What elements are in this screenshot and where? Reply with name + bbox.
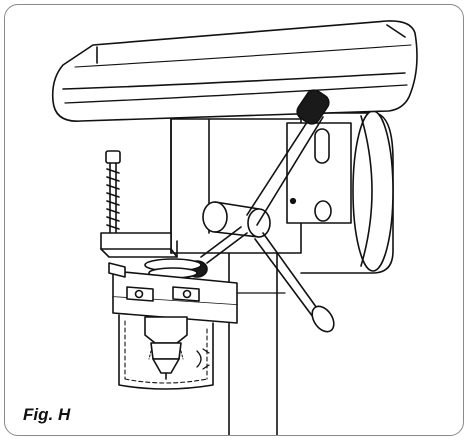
handle-knob-bottom <box>311 305 335 333</box>
guard-bracket <box>108 262 238 324</box>
feed-handles <box>200 112 324 318</box>
depth-stop-rod <box>105 150 121 234</box>
drill-press-illustration <box>51 20 418 435</box>
handle-knob-top <box>296 89 330 125</box>
quill-collar <box>100 232 178 258</box>
figure-frame: Fig. H <box>4 4 464 436</box>
side-bracket <box>286 122 352 224</box>
belt-cover <box>51 20 418 122</box>
figure-caption: Fig. H <box>23 405 71 424</box>
drill-chuck <box>144 316 188 380</box>
column <box>220 240 286 435</box>
